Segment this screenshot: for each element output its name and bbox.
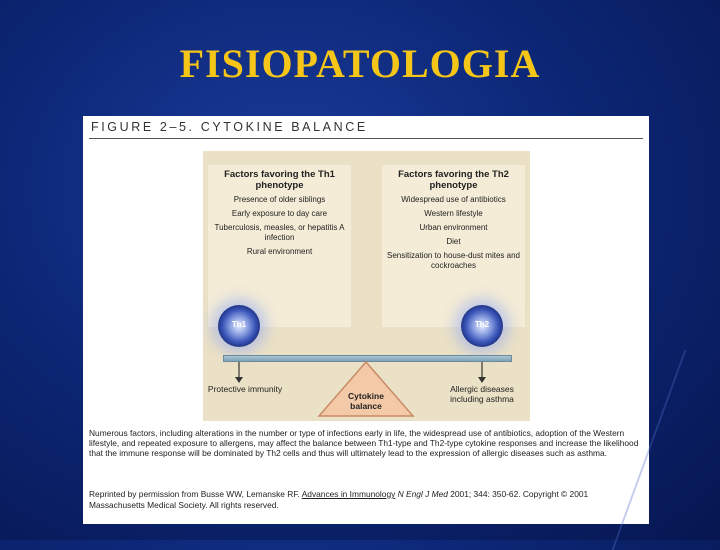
figure-credit: Reprinted by permission from Busse WW, L… — [89, 489, 641, 510]
th1-cell-icon: Th1 — [218, 305, 260, 347]
credit-suffix: 2001; 344: 350-62. Copyright © 2001 Mass… — [89, 489, 589, 510]
th2-cell-icon: Th2 — [461, 305, 503, 347]
th1-factors-box: Factors favoring the Th1 phenotype Prese… — [208, 165, 351, 327]
figure-divider — [89, 138, 643, 139]
right-outcome-text: Allergic diseases including asthma — [450, 384, 514, 404]
th1-factor-item: Tuberculosis, measles, or hepatitis A in… — [214, 223, 345, 242]
credit-prefix: Reprinted by permission from Busse WW, L… — [89, 489, 300, 499]
th2-factor-item: Diet — [446, 237, 461, 246]
right-arrowhead-icon — [478, 377, 486, 383]
balance-graphics — [235, 360, 486, 417]
th2-factor-item: Urban environment — [419, 223, 488, 232]
th2-factors-box: Factors favoring the Th2 phenotype Wides… — [382, 165, 525, 327]
credit-link[interactable]: Advances in Immunology — [301, 489, 396, 499]
th2-factor-item: Western lifestyle — [424, 209, 483, 218]
figure-title: FIGURE 2–5. CYTOKINE BALANCE — [91, 120, 368, 134]
cytokine-balance-diagram: Factors favoring the Th1 phenotype Prese… — [203, 151, 530, 421]
credit-journal: N Engl J Med — [397, 489, 448, 499]
th1-factor-item: Presence of older siblings — [233, 195, 326, 204]
left-outcome-text: Protective immunity — [207, 384, 283, 394]
th2-factor-item: Sensitization to house-dust mites and co… — [387, 251, 520, 270]
th1-factor-item: Early exposure to day care — [231, 209, 328, 218]
slide-title: FISIOPATOLOGIA — [179, 41, 541, 86]
th2-factors-heading: Factors favoring the Th2 phenotype — [398, 169, 509, 191]
fulcrum-triangle-icon — [317, 360, 415, 417]
figure-caption: Numerous factors, including alterations … — [89, 428, 639, 459]
th1-factors-heading: Factors favoring the Th1 phenotype — [224, 169, 335, 191]
left-arrowhead-icon — [235, 377, 243, 383]
fulcrum-label: Cytokine balance — [348, 391, 384, 411]
th2-factor-item: Widespread use of antibiotics — [401, 195, 506, 204]
th1-cell-label: Th1 — [231, 320, 247, 329]
th1-factor-item: Rural environment — [246, 247, 313, 256]
balance-beam — [223, 355, 512, 362]
th2-cell-label: Th2 — [474, 320, 490, 329]
figure-panel: FIGURE 2–5. CYTOKINE BALANCE Factors fav… — [83, 116, 649, 524]
